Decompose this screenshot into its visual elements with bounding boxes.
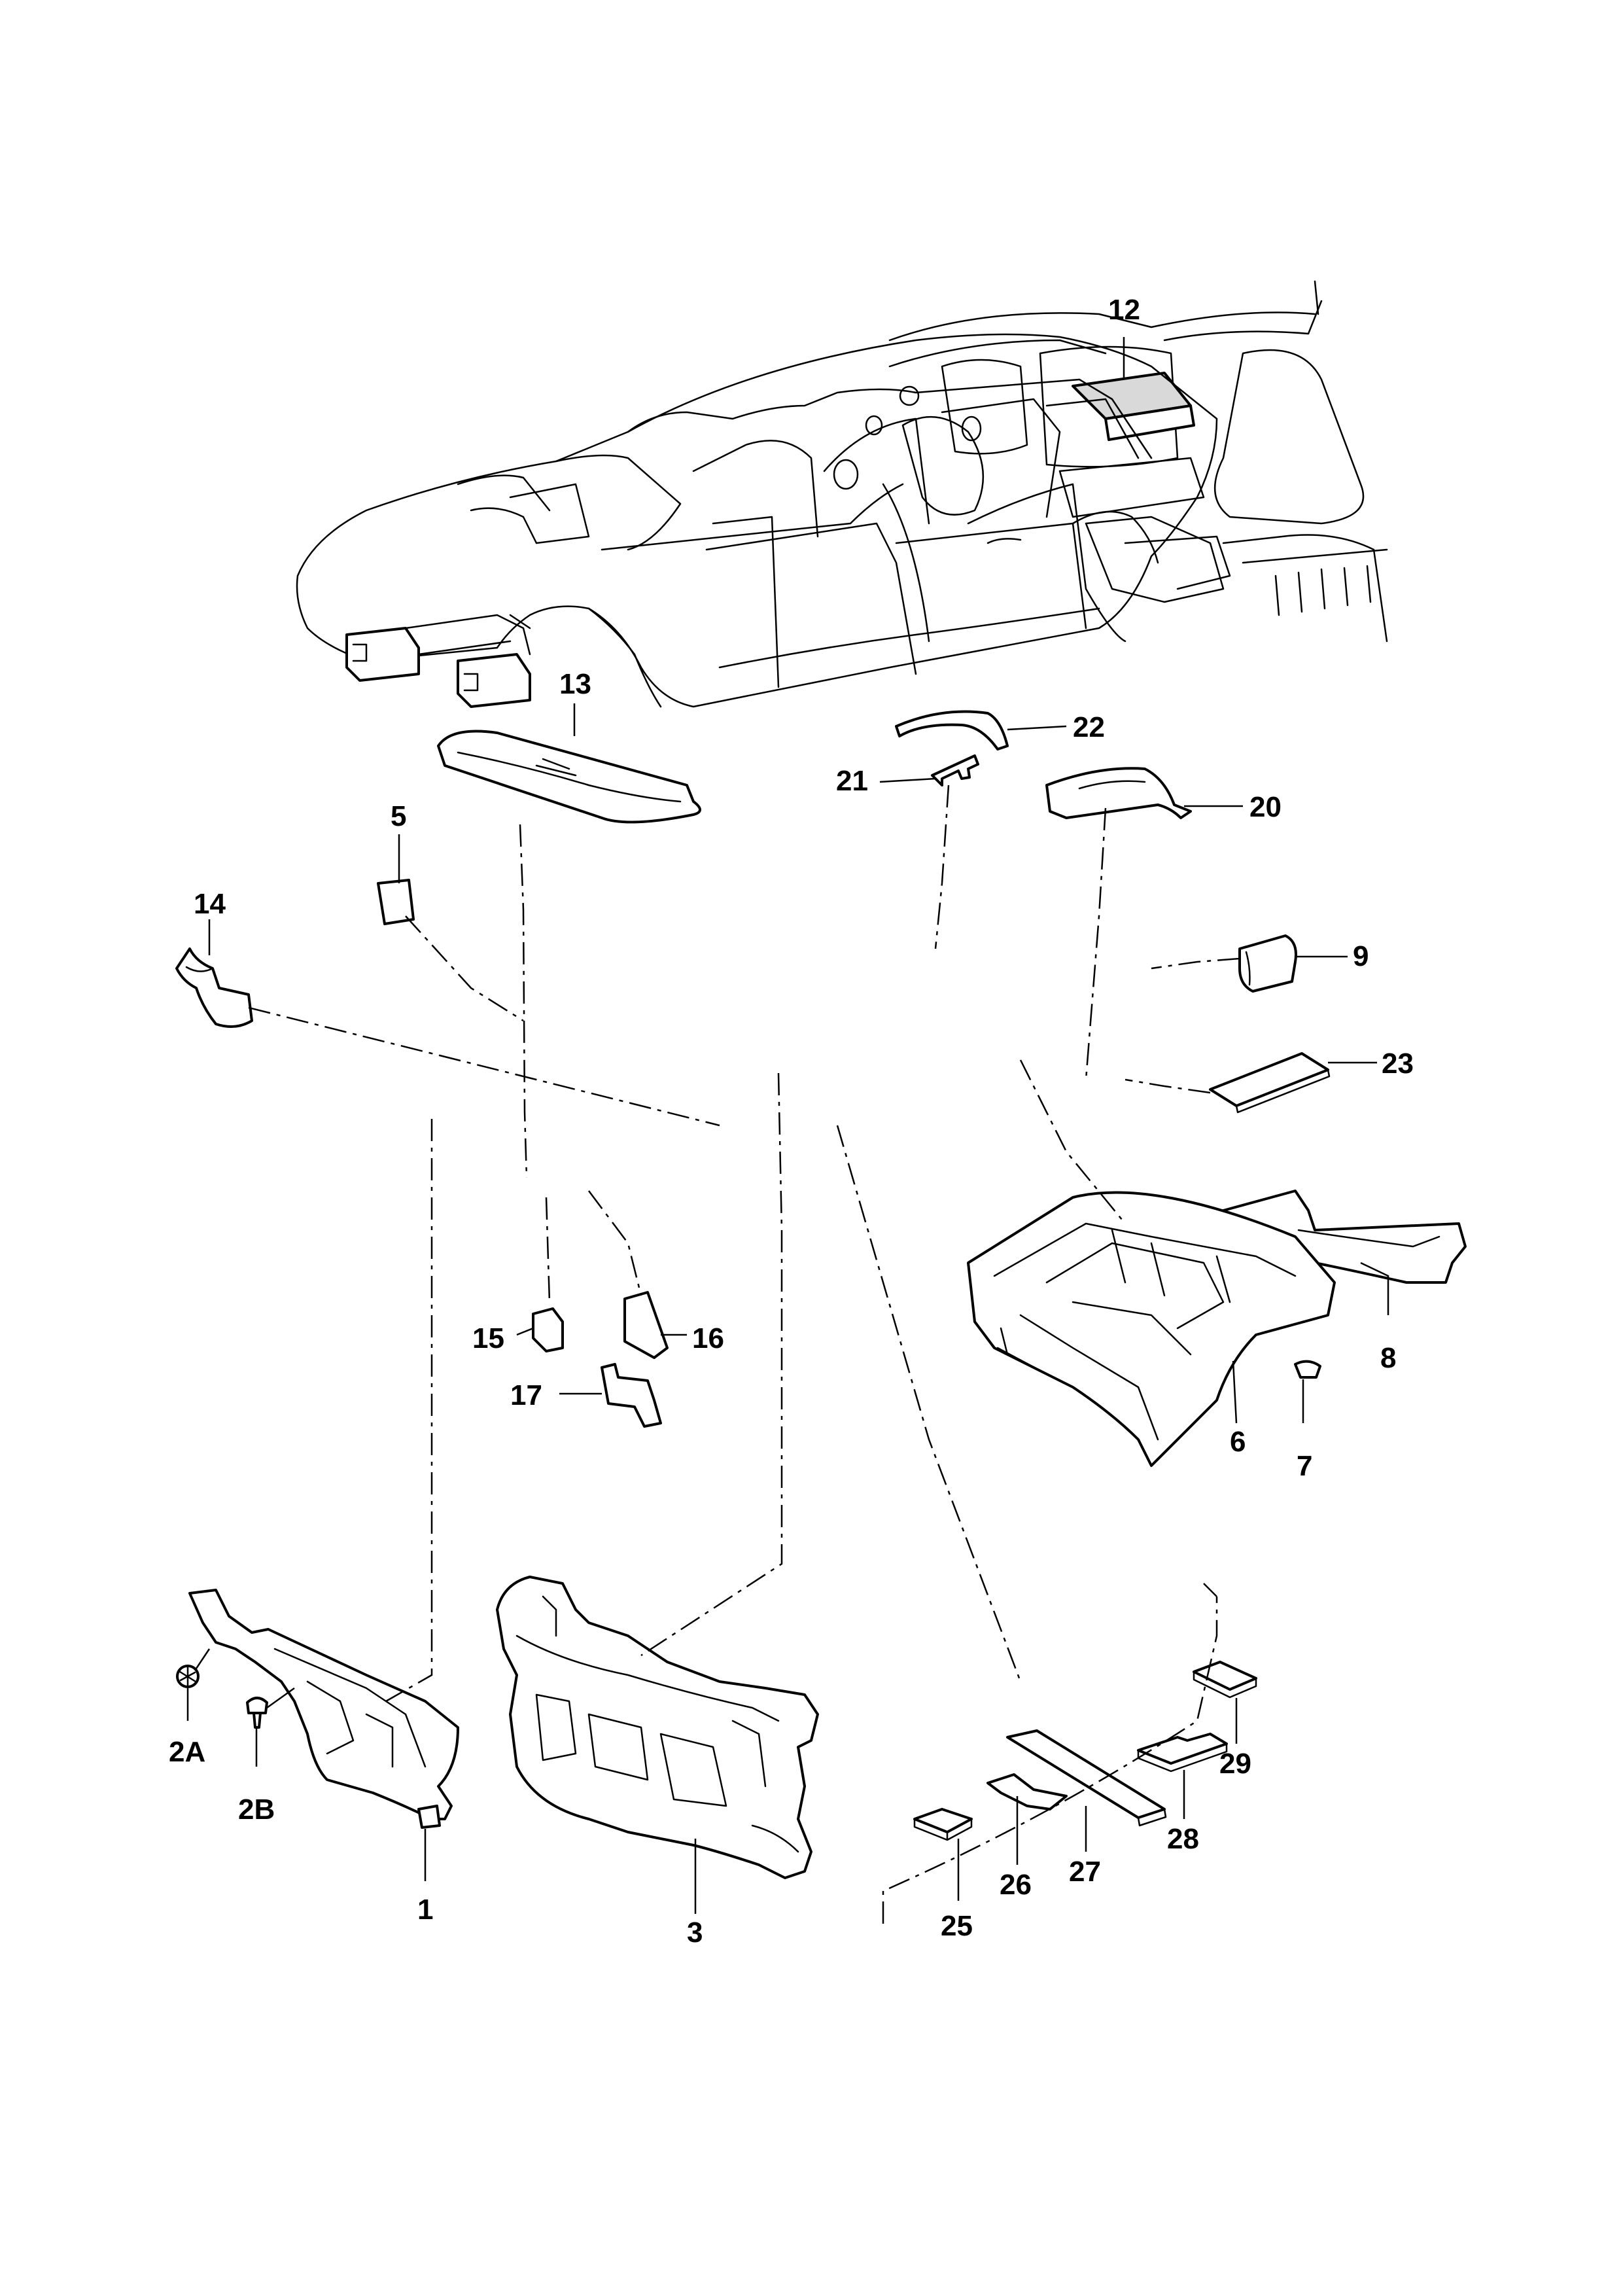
part-6-shape <box>967 1191 1336 1467</box>
callout-17: 17 <box>510 1379 542 1411</box>
callout-20: 20 <box>1249 791 1282 823</box>
callout-3: 3 <box>687 1916 703 1949</box>
part-7-shape <box>1294 1360 1321 1379</box>
callout-labels: 12 13 5 14 22 21 20 9 23 8 6 7 15 16 17 … <box>169 294 1414 1949</box>
part-26-shape <box>986 1773 1068 1810</box>
callout-13: 13 <box>559 668 591 700</box>
part-5-shape <box>377 879 415 925</box>
part-23-shape <box>1209 1052 1329 1107</box>
callout-26: 26 <box>1000 1869 1032 1901</box>
callout-25: 25 <box>941 1910 973 1942</box>
part-17-shape <box>601 1363 662 1428</box>
callout-2b: 2B <box>238 1793 275 1826</box>
callout-28: 28 <box>1167 1823 1199 1855</box>
part-1-foot <box>417 1805 441 1829</box>
callout-2a: 2A <box>169 1736 205 1768</box>
part-9-shape <box>1238 934 1297 993</box>
reference-lines <box>248 785 1240 1924</box>
part-1-shape <box>188 1589 459 1820</box>
callout-22: 22 <box>1073 711 1105 743</box>
callout-6: 6 <box>1230 1426 1246 1458</box>
part-2a-shape <box>176 1665 200 1688</box>
part-20-shape <box>1045 767 1192 819</box>
part-13-shape <box>437 730 701 824</box>
part-25-shape <box>913 1808 973 1833</box>
callout-21: 21 <box>836 765 868 797</box>
callout-9: 9 <box>1353 940 1369 972</box>
callout-14: 14 <box>194 888 226 920</box>
callout-15: 15 <box>472 1322 504 1354</box>
callout-12: 12 <box>1108 294 1140 326</box>
part-22-shape <box>895 710 1009 751</box>
leader-lines <box>186 337 1389 1914</box>
part-16-shape <box>623 1291 669 1359</box>
part-29-shape <box>1193 1661 1257 1691</box>
car-body <box>296 333 1218 708</box>
callout-27: 27 <box>1069 1856 1101 1888</box>
part-15-shape <box>532 1307 564 1352</box>
callout-29: 29 <box>1219 1748 1251 1780</box>
part-28-shape <box>1137 1733 1228 1765</box>
callout-7: 7 <box>1297 1450 1312 1482</box>
part-21-shape <box>931 754 979 786</box>
callout-5: 5 <box>391 800 406 832</box>
callout-8: 8 <box>1380 1342 1396 1374</box>
callout-23: 23 <box>1382 1048 1414 1080</box>
part-2b-shape <box>246 1697 268 1729</box>
callout-16: 16 <box>692 1322 724 1354</box>
part-3-shape <box>496 1576 819 1879</box>
callout-1: 1 <box>417 1894 433 1926</box>
inset-console-detail <box>882 280 1388 643</box>
part-14-shape <box>175 947 253 1028</box>
